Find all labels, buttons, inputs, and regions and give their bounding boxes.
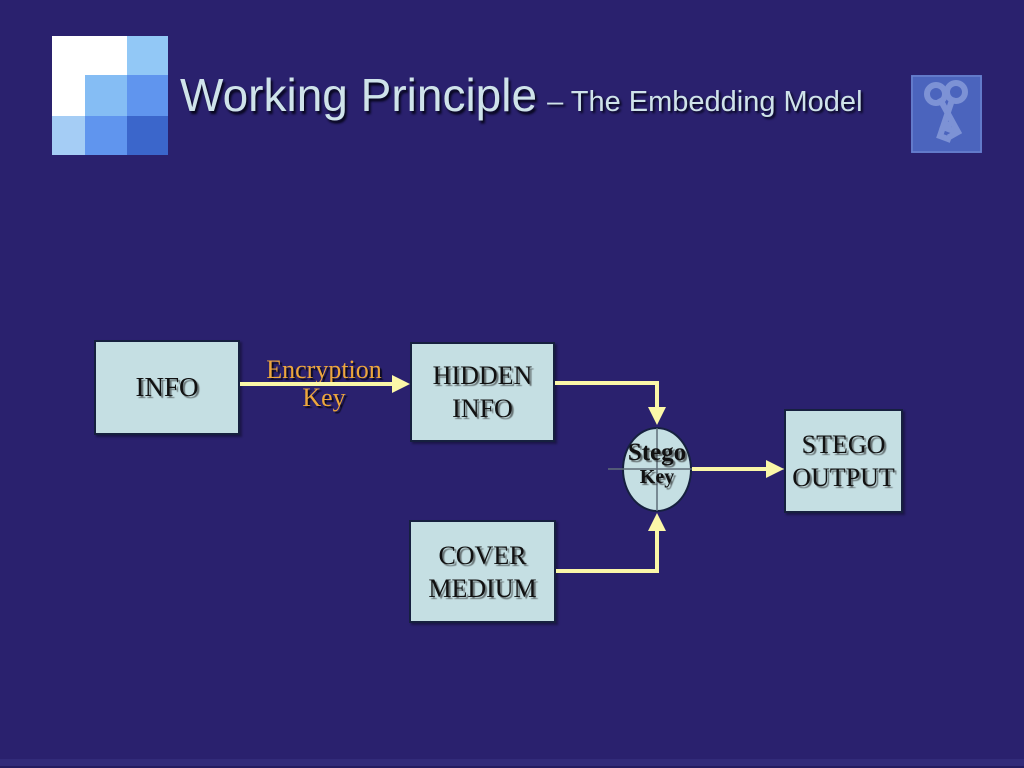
hidden-info-line2: INFO (452, 394, 513, 423)
info-box-label: INFO (135, 372, 199, 402)
logo-cell (85, 116, 127, 155)
encryption-key-label: Encryption Key (243, 356, 405, 412)
title-bar: Working Principle – The Embedding Model (180, 68, 863, 122)
logo-cell (52, 36, 85, 75)
logo-cell (85, 75, 127, 116)
encryption-label-line1: Encryption (266, 355, 382, 384)
stego-output-box: STEGO OUTPUT (784, 409, 903, 513)
cover-medium-box: COVER MEDIUM (409, 520, 556, 623)
page-subtitle: – The Embedding Model (547, 86, 863, 118)
hidden-info-line1: HIDDEN (432, 361, 533, 390)
mosaic-grid-logo (52, 36, 168, 155)
arrow-hidden-to-stegokey (555, 381, 666, 425)
stego-key-label: Stego Key (612, 439, 702, 489)
cover-medium-line1: COVER (438, 540, 527, 570)
arrow-stegokey-to-output (692, 460, 784, 478)
logo-cell (52, 116, 85, 155)
hidden-info-box: HIDDEN INFO (410, 342, 555, 442)
bottom-edge-band (0, 759, 1024, 766)
page-title: Working Principle (180, 69, 538, 121)
bottom-edge-line (0, 766, 1024, 768)
logo-cell (85, 36, 127, 75)
info-box: INFO (94, 340, 240, 435)
stego-output-line1: STEGO (801, 430, 886, 459)
logo-cell (52, 75, 85, 116)
logo-cell (127, 116, 168, 155)
logo-cell (127, 75, 168, 116)
logo-cell (127, 36, 168, 75)
stego-key-line1: Stego (627, 439, 687, 466)
stego-output-line2: OUTPUT (792, 463, 895, 492)
cover-medium-line2: MEDIUM (428, 573, 537, 603)
crossed-keys-icon (911, 75, 982, 153)
encryption-label-line2: Key (302, 383, 346, 412)
arrow-cover-to-stegokey (556, 513, 666, 573)
stego-key-line2: Key (639, 466, 675, 488)
